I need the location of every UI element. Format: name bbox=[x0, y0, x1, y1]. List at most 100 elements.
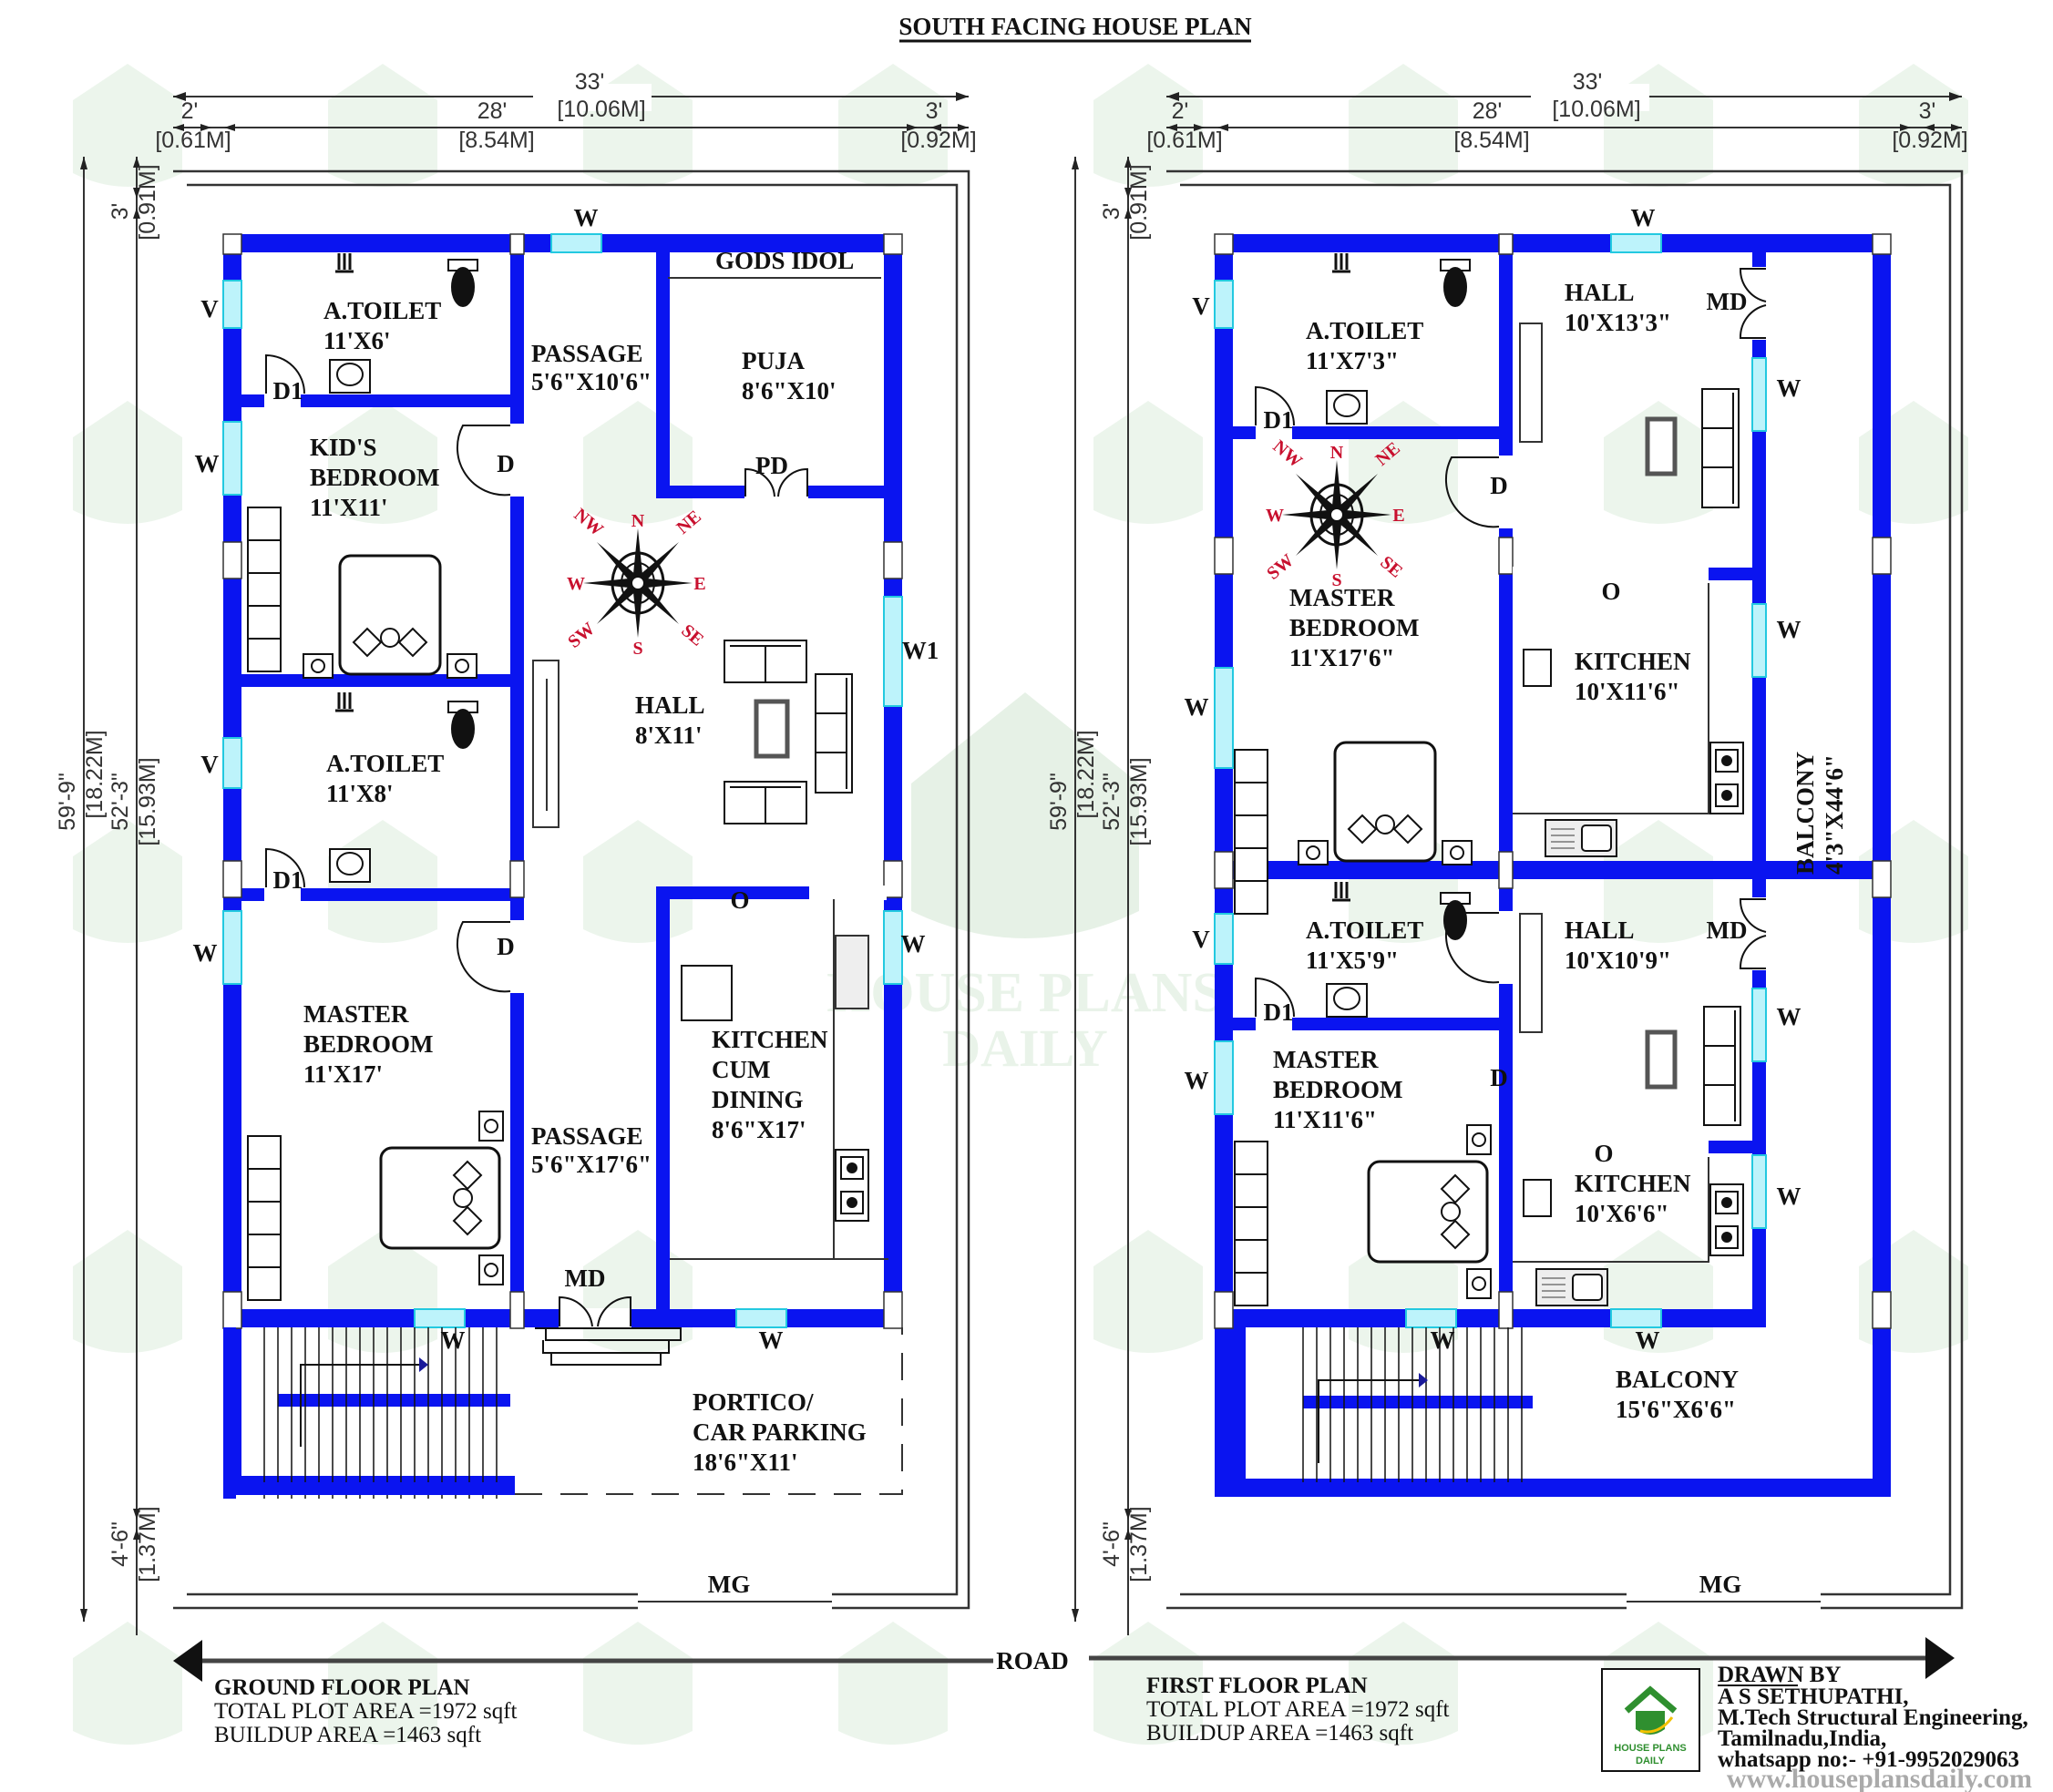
svg-text:MD: MD bbox=[565, 1265, 606, 1292]
svg-text:W: W bbox=[1266, 506, 1284, 526]
svg-text:D1: D1 bbox=[273, 866, 303, 894]
room-master-bedroom-name1: MASTER bbox=[303, 1000, 409, 1028]
room-kitchen-size: 8'6"X17' bbox=[712, 1116, 806, 1143]
main-gate-label: MG bbox=[708, 1571, 751, 1598]
dim-building-depth-ft: 52'-3" bbox=[108, 773, 133, 831]
svg-text:10'X10'9": 10'X10'9" bbox=[1565, 947, 1671, 974]
plot-boundary-outer bbox=[173, 169, 970, 1610]
room-toilet2-size: 11'X8' bbox=[326, 780, 394, 807]
svg-text:MASTER: MASTER bbox=[1289, 584, 1395, 611]
room-kids-bedroom-name2: BEDROOM bbox=[310, 464, 440, 491]
room-passage1-size: 5'6"X10'6" bbox=[531, 368, 652, 395]
website-watermark[interactable]: www.houseplansdaily.com bbox=[1727, 1764, 2032, 1792]
svg-text:V: V bbox=[1192, 292, 1210, 320]
svg-text:52'-3": 52'-3" bbox=[1099, 773, 1124, 831]
entrance-steps bbox=[535, 1327, 682, 1366]
svg-text:W: W bbox=[441, 1326, 466, 1354]
svg-text:[18.22M]: [18.22M] bbox=[1073, 730, 1099, 818]
author-contact: whatsapp no:- +91-9952029063 bbox=[1718, 1747, 2019, 1772]
dim-building-depth-m: [15.93M] bbox=[135, 757, 160, 845]
svg-text:A.TOILET: A.TOILET bbox=[1306, 916, 1423, 944]
road-arrow-left-icon bbox=[173, 1640, 202, 1682]
room-toilet2-name: A.TOILET bbox=[326, 750, 444, 777]
ground-floor-side-dimensions: 59'-9" [18.22M] 3' [0.91M] 52'-3" [15.93… bbox=[55, 157, 160, 1635]
credits-block: HOUSE PLANS DAILY DRAWN BY A S SETHUPATH… bbox=[1601, 1663, 2032, 1792]
room-toilet1-size: 11'X6' bbox=[323, 327, 391, 354]
door-d1-toilet2[interactable] bbox=[265, 847, 305, 888]
ff-door-d1-toilet1[interactable] bbox=[1255, 385, 1295, 426]
road-indicator: ROAD bbox=[173, 1637, 1955, 1682]
svg-text:BEDROOM: BEDROOM bbox=[1273, 1076, 1403, 1103]
ground-floor-caption: GROUND FLOOR PLAN bbox=[214, 1675, 470, 1700]
ground-floor-top-dimensions: 33' [10.06M] 2' [0.61M] 28' [8.54M] 3' [… bbox=[155, 69, 976, 153]
dim-rear-setback-ft: 3' bbox=[108, 203, 133, 220]
svg-text:W: W bbox=[759, 1326, 784, 1354]
first-floor-side-dimensions: 59'-9" [18.22M] 3' [0.91M] 52'-3" [15.93… bbox=[1046, 157, 1152, 1635]
svg-text:D: D bbox=[497, 933, 515, 960]
author-name: A S SETHUPATHI, bbox=[1718, 1684, 1909, 1709]
room-portico-size: 18'6"X11' bbox=[693, 1449, 798, 1476]
room-portico-name2: CAR PARKING bbox=[693, 1418, 867, 1446]
ff-door-d-bedroom1[interactable] bbox=[1444, 456, 1500, 528]
svg-text:11'X7'3": 11'X7'3" bbox=[1306, 347, 1399, 374]
first-floor-furniture bbox=[1234, 251, 1744, 1482]
gods-idol-label: GODS IDOL bbox=[715, 247, 854, 274]
ff-door-md-hall1[interactable] bbox=[1739, 268, 1767, 339]
watermark-text-line2: DAILY bbox=[942, 1019, 1108, 1078]
dim-right-setback-m: [0.92M] bbox=[900, 128, 976, 153]
door-md-main[interactable] bbox=[559, 1295, 631, 1327]
dim-front-setback-m: [1.37M] bbox=[135, 1506, 160, 1582]
svg-text:KITCHEN: KITCHEN bbox=[1575, 1170, 1691, 1197]
svg-text:MD: MD bbox=[1707, 288, 1748, 315]
door-pd-puja[interactable] bbox=[744, 467, 808, 497]
dim-total-width-ft: 33' bbox=[575, 69, 605, 95]
first-floor-plan: 33' [10.06M] 2' [0.61M] 28' [8.54M] 3' [… bbox=[1046, 69, 1968, 1746]
balcony-side-name: BALCONY bbox=[1791, 752, 1819, 875]
svg-text:E: E bbox=[693, 574, 705, 594]
svg-text:[0.61M]: [0.61M] bbox=[1146, 128, 1222, 153]
svg-text:[15.93M]: [15.93M] bbox=[1126, 757, 1152, 845]
room-passage1-name: PASSAGE bbox=[531, 340, 643, 367]
svg-text:28': 28' bbox=[1473, 98, 1503, 124]
svg-text:D1: D1 bbox=[1264, 406, 1294, 434]
svg-text:MD: MD bbox=[1707, 916, 1748, 944]
svg-text:PD: PD bbox=[755, 452, 788, 479]
svg-text:2': 2' bbox=[1172, 98, 1189, 124]
svg-text:W: W bbox=[195, 450, 220, 477]
room-portico-name1: PORTICO/ bbox=[693, 1388, 814, 1416]
ff-staircase bbox=[1302, 1327, 1523, 1482]
door-d-kids-bedroom[interactable] bbox=[456, 425, 511, 497]
balcony-front-size: 15'6"X6'6" bbox=[1616, 1396, 1736, 1423]
svg-text:KITCHEN: KITCHEN bbox=[1575, 648, 1691, 675]
svg-text:W: W bbox=[1777, 616, 1802, 643]
svg-text:11'X11'6": 11'X11'6" bbox=[1273, 1106, 1377, 1133]
first-floor-tags: W V W V W D1 D1 D D MD MD W W W W O O W … bbox=[1185, 204, 1802, 1354]
door-d1-toilet1[interactable] bbox=[265, 353, 305, 394]
ground-floor-plot-area: TOTAL PLOT AREA =1972 sqft bbox=[214, 1699, 518, 1724]
first-floor-room-labels: A.TOILET 11'X7'3" MASTER BEDROOM 11'X17'… bbox=[1273, 279, 1848, 1423]
svg-text:W: W bbox=[1636, 1326, 1660, 1354]
ff-plot-boundary-inner bbox=[1180, 183, 1952, 1596]
svg-text:W: W bbox=[1777, 374, 1802, 402]
svg-text:D: D bbox=[1490, 1064, 1508, 1091]
svg-text:N: N bbox=[631, 511, 645, 531]
ground-floor-room-labels: A.TOILET 11'X6' KID'S BEDROOM 11'X11' A.… bbox=[303, 247, 867, 1476]
ff-door-d1-toilet2[interactable] bbox=[1255, 977, 1295, 1018]
balcony-front-name: BALCONY bbox=[1616, 1366, 1739, 1393]
dim-total-depth-ft: 59'-9" bbox=[55, 773, 80, 831]
ground-floor-walls bbox=[222, 233, 903, 1494]
svg-text:W: W bbox=[567, 574, 585, 594]
svg-text:4'-6": 4'-6" bbox=[1099, 1521, 1124, 1567]
svg-text:SE: SE bbox=[1376, 552, 1406, 582]
room-kids-bedroom-name1: KID'S bbox=[310, 434, 377, 461]
ff-door-md-hall2[interactable] bbox=[1739, 898, 1767, 969]
road-label: ROAD bbox=[996, 1647, 1069, 1674]
svg-text:HALL: HALL bbox=[1565, 916, 1635, 944]
dim-building-width-ft: 28' bbox=[477, 98, 508, 124]
svg-text:W: W bbox=[1431, 1326, 1455, 1354]
room-kitchen-name3: DINING bbox=[712, 1086, 804, 1113]
ground-floor-windows bbox=[222, 233, 903, 1328]
door-d-master-bedroom[interactable] bbox=[456, 921, 511, 993]
room-puja-size: 8'6"X10' bbox=[742, 377, 837, 404]
